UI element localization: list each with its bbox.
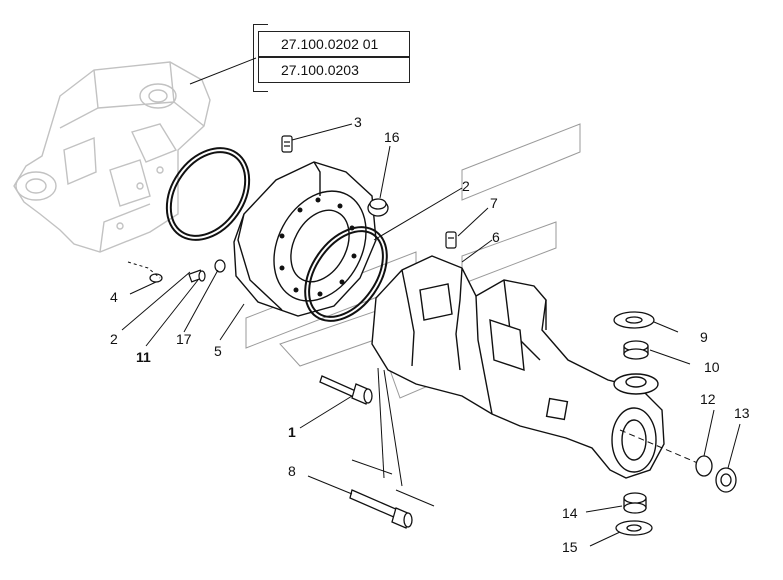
callout-4: 4 [110,289,118,305]
callout-8: 8 [288,463,296,479]
bushing-14 [623,492,647,514]
reference-code-1: 27.100.0202 01 [281,36,379,52]
callout-17: 17 [176,331,192,347]
bushing-10 [623,340,649,360]
callout-12: 12 [700,391,716,407]
screw-3 [281,135,293,153]
bolt-8 [349,489,413,529]
callout-9: 9 [700,329,708,345]
leader-lines [121,57,741,547]
washer-15 [615,520,653,536]
callout-15: 15 [562,539,578,555]
reference-code-box-1: 27.100.0202 01 [258,31,410,57]
callout-2-left: 2 [110,331,118,347]
hub-housing-5 [233,161,377,317]
bolt-guide-lines [351,367,435,507]
hub-housing-5-bolt-holes [279,197,357,297]
bolt-1 [319,375,373,405]
callout-7: 7 [490,195,498,211]
callout-13: 13 [734,405,750,421]
reference-bracket [253,24,268,92]
axle-housing-6 [371,255,665,479]
seal-13 [715,467,737,493]
callout-5: 5 [214,343,222,359]
bushing-12 [695,455,713,477]
callout-1: 1 [288,424,296,440]
seal-4-dash [127,261,161,279]
axis-line [619,429,701,465]
o-ring-left [165,147,251,241]
o-ring-middle [304,226,388,322]
washer-9 [613,311,655,329]
callout-14: 14 [562,505,578,521]
callout-16: 16 [384,129,400,145]
plug-11 [188,269,206,283]
ghost-transmission-housing [13,61,211,253]
callout-6: 6 [492,229,500,245]
reference-code-2: 27.100.0203 [281,62,359,78]
callout-10: 10 [704,359,720,375]
plug-16 [367,198,389,217]
callout-3: 3 [354,114,362,130]
washer-17 [214,259,226,273]
reference-code-box-2: 27.100.0203 [258,57,410,83]
callout-11: 11 [136,349,151,365]
screw-7 [445,231,457,249]
callout-2-middle: 2 [462,178,470,194]
